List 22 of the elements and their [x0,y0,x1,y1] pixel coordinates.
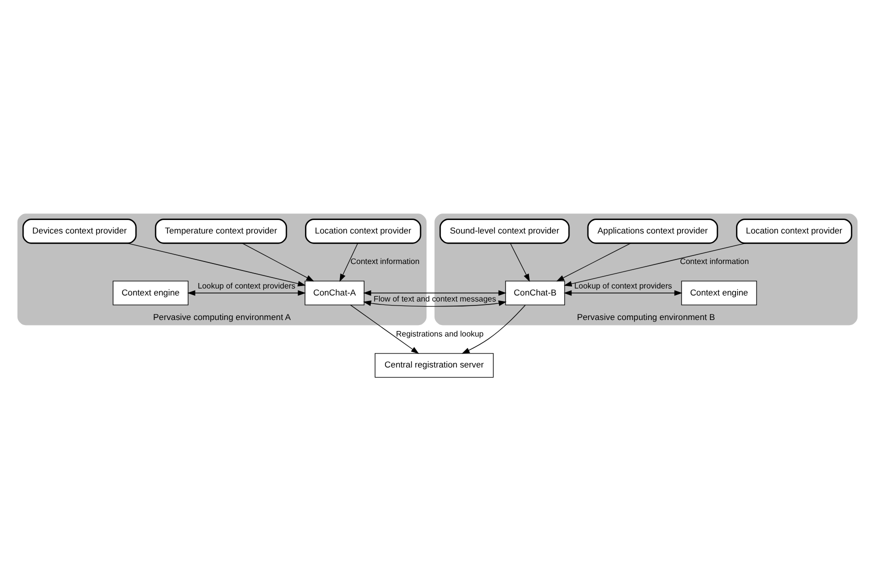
arrow [556,242,631,281]
arrow [564,242,746,286]
node-box: Temperature context provider [154,218,288,244]
arrow [363,290,507,306]
node-box: Location context provider [736,218,852,244]
arrow [242,242,314,281]
node-box: ConChat-B [505,280,566,305]
node-box: Location context provider [305,218,422,244]
node-box: Context engine [681,280,757,305]
node-box: Context engine [112,280,188,305]
node-box: ConChat-A [304,280,364,305]
arrow [187,290,306,296]
arrow [339,242,358,282]
arrow [350,304,420,354]
node-box: Sound-level context provider [439,218,570,244]
node-box: Applications context provider [587,218,718,244]
arrow [510,242,530,282]
node-box: Central registration server [374,352,494,378]
arrow [564,290,682,296]
arrow [462,304,526,354]
node-box: Devices context provider [22,218,137,244]
arrow [126,242,306,286]
